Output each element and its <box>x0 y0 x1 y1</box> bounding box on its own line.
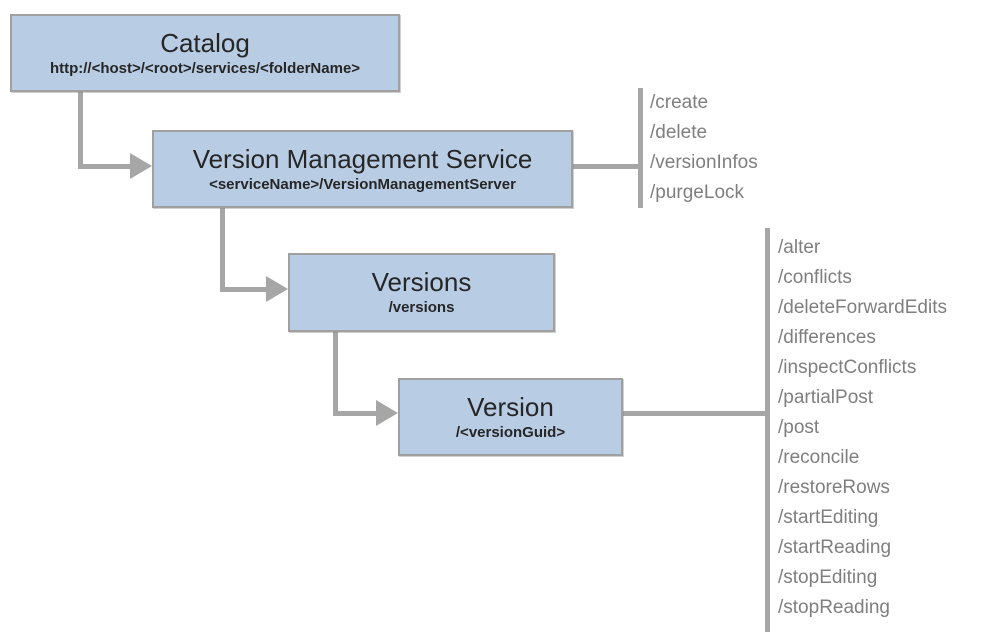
version-operations-list: /alter /conflicts /deleteForwardEdits /d… <box>778 233 947 623</box>
connector-vms-to-versions-horizontal <box>220 287 268 292</box>
version-title: Version <box>467 391 554 422</box>
node-version-management-service: Version Management Service <serviceName>… <box>152 130 573 208</box>
connector-versions-to-version-vertical <box>333 332 338 414</box>
operation-item: /versionInfos <box>650 152 758 173</box>
operation-item: /deleteForwardEdits <box>778 297 947 318</box>
operation-item: /startEditing <box>778 507 879 528</box>
catalog-title: Catalog <box>160 27 250 58</box>
arrowhead-right-icon <box>266 276 288 302</box>
connector-versions-to-version-horizontal <box>333 411 378 416</box>
operation-item: /inspectConflicts <box>778 357 917 378</box>
operation-item: /stopReading <box>778 597 890 618</box>
version-operations-bracket <box>765 228 770 632</box>
vms-title: Version Management Service <box>192 143 533 174</box>
vms-url: <serviceName>/VersionManagementServer <box>209 175 516 193</box>
versions-title: Versions <box>371 267 472 298</box>
operation-item: /startReading <box>778 537 892 558</box>
operation-item: /stopEditing <box>778 567 878 588</box>
versions-url: /versions <box>388 299 455 317</box>
operation-item: /post <box>778 417 820 438</box>
connector-catalog-to-vms-vertical <box>78 92 83 168</box>
operation-item: /purgeLock <box>650 182 745 203</box>
version-url: /<versionGuid> <box>455 423 566 441</box>
connector-vms-to-versions-vertical <box>220 208 225 292</box>
operation-item: /restoreRows <box>778 477 890 498</box>
operation-item: /reconcile <box>778 447 860 468</box>
operation-item: /differences <box>778 327 876 348</box>
node-catalog: Catalog http://<host>/<root>/services/<f… <box>10 14 400 92</box>
connector-vms-to-operations <box>573 164 638 169</box>
catalog-url: http://<host>/<root>/services/<folderNam… <box>49 59 361 77</box>
arrowhead-right-icon <box>376 400 398 426</box>
service-operations-list: /create /delete /versionInfos /purgeLock <box>650 88 758 208</box>
node-versions: Versions /versions <box>288 253 555 332</box>
node-version: Version /<versionGuid> <box>398 378 623 456</box>
operation-item: /delete <box>650 122 708 143</box>
operation-item: /conflicts <box>778 267 852 288</box>
operation-item: /partialPost <box>778 387 874 408</box>
operation-item: /alter <box>778 237 821 258</box>
operation-item: /create <box>650 92 709 113</box>
arrowhead-right-icon <box>130 153 152 179</box>
connector-version-to-operations <box>623 411 765 416</box>
connector-catalog-to-vms-horizontal <box>78 164 132 169</box>
service-operations-bracket <box>638 88 643 208</box>
